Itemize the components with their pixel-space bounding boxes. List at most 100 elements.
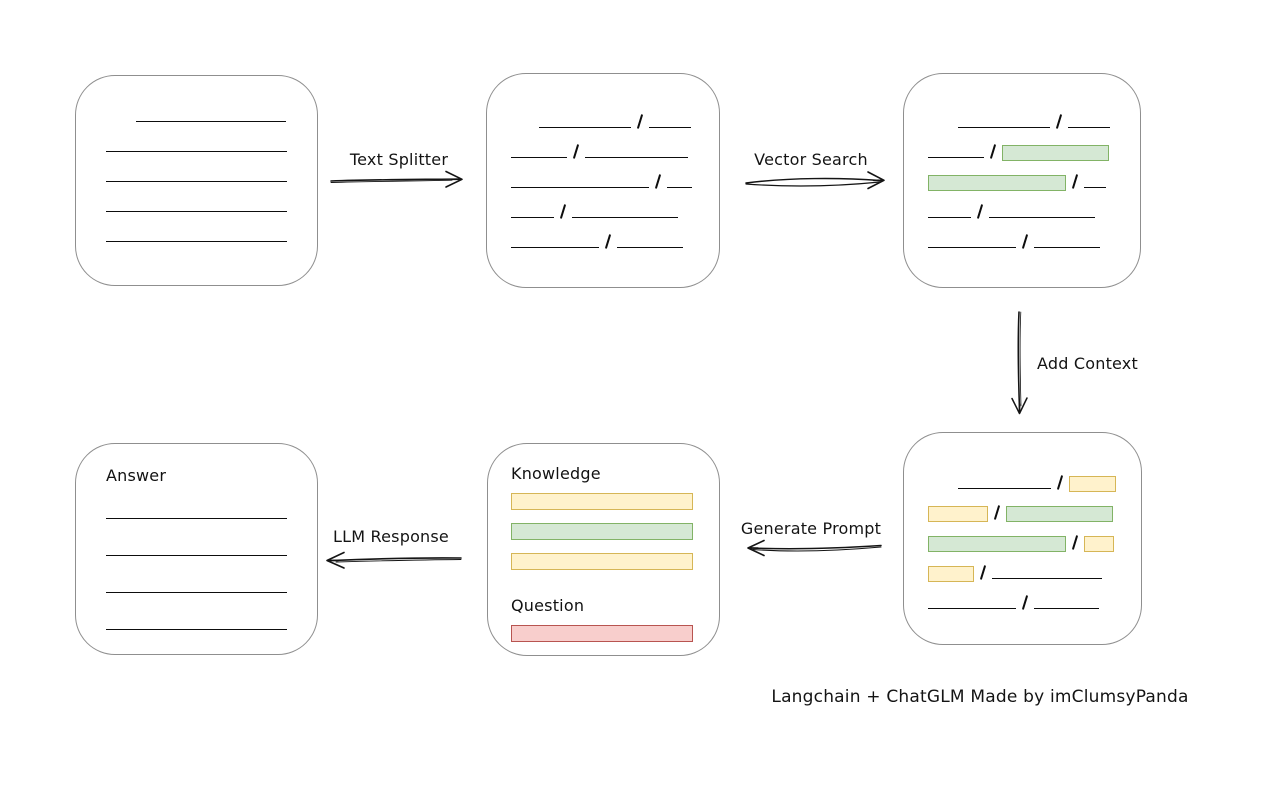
segment-row (106, 556, 287, 593)
generate-prompt-arrow (747, 539, 882, 557)
split-text-box (486, 73, 720, 288)
context-box (903, 432, 1142, 645)
text-line (1034, 245, 1100, 248)
segment-row (928, 549, 1117, 582)
slash-separator (979, 565, 987, 580)
question-heading: Question (511, 596, 585, 615)
text-line (539, 125, 631, 128)
answer-heading: Answer (106, 466, 167, 485)
segment-row (928, 98, 1116, 129)
red-highlight-bar (511, 625, 693, 642)
text-line (989, 215, 1095, 218)
text-line (928, 155, 984, 158)
knowledge-bars (511, 493, 696, 583)
text-splitter-label: Text Splitter (349, 150, 449, 169)
text-line (992, 576, 1102, 579)
prompt-box: Knowledge Question (487, 443, 720, 656)
yellow-highlight-bar (1084, 536, 1114, 552)
text-splitter-arrow (330, 170, 463, 188)
indent-gap (511, 127, 539, 128)
text-line (106, 209, 287, 212)
knowledge-heading: Knowledge (511, 464, 601, 483)
segment-row (511, 218, 695, 249)
diagram-caption: Langchain + ChatGLM Made by imClumsyPand… (771, 687, 1189, 707)
segment-row (106, 486, 287, 519)
segment-row (106, 519, 287, 556)
yellow-highlight-bar (511, 493, 693, 510)
text-line (511, 245, 599, 248)
text-line (928, 606, 1016, 609)
generate-prompt-label: Generate Prompt (740, 519, 882, 538)
slash-separator (993, 505, 1001, 520)
segment-row (511, 128, 695, 159)
segment-row (928, 128, 1116, 161)
text-line (106, 553, 287, 556)
text-line (1034, 606, 1099, 609)
slash-separator (1071, 174, 1079, 189)
segment-row (511, 625, 696, 655)
segment-row (511, 98, 695, 129)
green-highlight-bar (1006, 506, 1113, 522)
slash-separator (989, 144, 997, 159)
green-highlight-bar (928, 175, 1066, 191)
green-highlight-bar (928, 536, 1066, 552)
segment-row (106, 152, 287, 182)
segment-row (928, 579, 1117, 610)
text-line (511, 185, 649, 188)
text-line (511, 215, 554, 218)
text-line (585, 155, 688, 158)
text-line (106, 627, 287, 630)
document-box (75, 75, 318, 286)
vector-search-arrow (745, 171, 885, 190)
segment-row (511, 523, 696, 553)
segment-row (511, 158, 695, 189)
answer-box: Answer (75, 443, 318, 655)
text-line (106, 179, 287, 182)
text-line (928, 215, 971, 218)
slash-separator (572, 144, 580, 159)
segment-row (106, 182, 287, 212)
text-line (1084, 185, 1106, 188)
yellow-highlight-bar (511, 553, 693, 570)
yellow-highlight-bar (1069, 476, 1116, 492)
slash-separator (559, 204, 567, 219)
segment-row (511, 188, 695, 219)
segment-row (511, 493, 696, 523)
yellow-highlight-bar (928, 506, 988, 522)
text-line (928, 245, 1016, 248)
llm-response-label: LLM Response (333, 527, 449, 546)
text-line (511, 155, 567, 158)
segment-row (928, 218, 1116, 249)
text-line (617, 245, 683, 248)
search-results-box (903, 73, 1141, 288)
text-line (106, 239, 287, 242)
green-highlight-bar (1002, 145, 1109, 161)
indent-gap (928, 127, 958, 128)
slash-separator (1056, 475, 1064, 490)
segment-row (106, 92, 287, 122)
text-line (106, 516, 287, 519)
slash-separator (1021, 595, 1029, 610)
segment-row (928, 188, 1116, 219)
segment-row (928, 519, 1117, 552)
text-line (667, 185, 692, 188)
slash-separator (654, 174, 662, 189)
answer-lines (106, 486, 287, 630)
indent-gap (106, 121, 136, 122)
segment-row (511, 553, 696, 583)
llm-response-arrow (326, 551, 462, 569)
slash-separator (1071, 535, 1079, 550)
add-context-arrow (1011, 311, 1028, 415)
yellow-highlight-bar (928, 566, 974, 582)
add-context-label: Add Context (1037, 354, 1138, 373)
vector-search-label: Vector Search (754, 150, 868, 169)
segment-row (106, 593, 287, 630)
slash-separator (604, 234, 612, 249)
slash-separator (636, 114, 644, 129)
green-highlight-bar (511, 523, 693, 540)
text-line (958, 486, 1051, 489)
text-line (106, 149, 287, 152)
segment-row (106, 122, 287, 152)
slash-separator (1055, 114, 1063, 129)
